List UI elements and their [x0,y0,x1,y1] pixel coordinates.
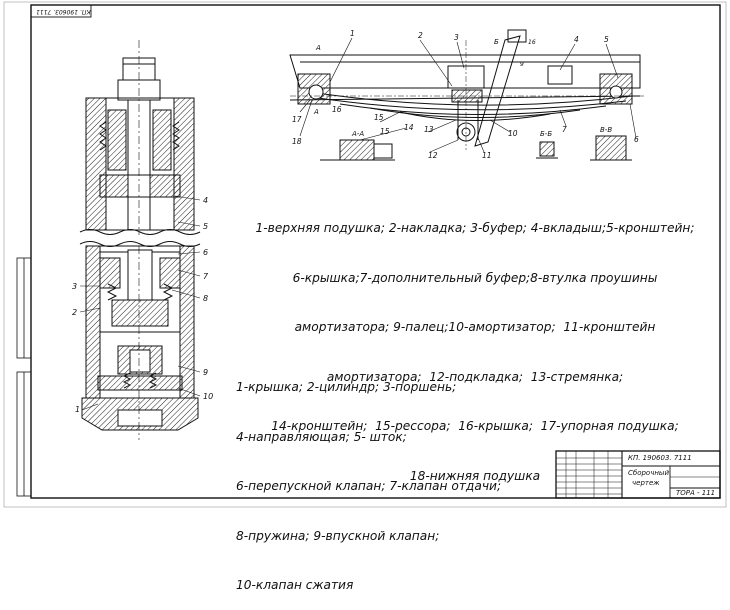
suspension-legend-line: 6-крышка;7-дополнительный буфер;8-втулка… [292,270,658,285]
callout-left-1: 1 [75,405,80,414]
drawing-canvas: 4 5 6 7 8 3 2 9 10 1 [3,1,727,508]
suspension-legend: 1-верхняя подушка; 2-накладка; 3-буфер; … [236,187,714,501]
suspension-legend-line: 18-нижняя подушка [409,468,541,483]
break-line-upper [79,229,201,235]
inner-frame [30,4,721,499]
callouts-left: 4 5 6 7 8 3 2 9 10 1 [72,196,213,414]
shock-absorber-lower [81,245,199,440]
callout-left-5: 5 [203,222,208,231]
callout-right-10: 10 [508,129,518,138]
shock-absorber-upper [85,40,195,235]
callout-right-13: 13 [424,125,434,134]
suspension-legend-line: амортизатора; 12-подкладка; 13-стремянка… [326,369,624,384]
callout-left-7: 7 [203,272,209,281]
callout-right-17: 17 [292,115,302,124]
callout-right-15: 15 [374,113,384,122]
callout-right-4: 4 [574,35,579,44]
callout-right-1: 1 [350,29,355,38]
outer-border [3,1,727,508]
callout-right-18: 18 [292,137,302,146]
callouts-right: 1 2 3 15 16 4 5 17 18 15 14 13 12 11 10 … [292,29,639,160]
callout-right-7: 7 [562,125,567,134]
title-block-title-line2: чертеж [632,479,660,487]
callout-left-6: 6 [203,248,208,257]
shock-legend-line: 1-крышка; 2-цилиндр; 3-поршень; [236,380,457,394]
shock-legend-line: 10-клапан сжатия [236,578,354,592]
title-block [555,450,721,499]
suspension-legend-line: 1-верхняя подушка; 2-накладка; 3-буфер; … [255,221,695,235]
shock-legend-line: 4-направляющая; 5- шток; [236,429,407,444]
section-view-aa [320,139,395,161]
section-title-vv: В-В [600,126,612,134]
title-block-group: ТОРА - 111 [676,489,716,497]
callout-right-16: 16 [332,105,342,114]
callout-left-8: 8 [203,294,208,303]
shock-absorber-legend: 1-крышка; 2-цилиндр; 3-поршень; 4-направ… [236,346,536,610]
shock-legend-line: 8-пружина; 9-впускной клапан; [236,528,440,543]
shock-legend-line: 6-перепускной клапан; 7-клапан отдачи; [236,479,502,493]
suspension-legend-line: амортизатора; 9-палец;10-амортизатор; 11… [294,320,656,334]
leader-lines-left [79,195,201,411]
callout-right-9: 9 [520,61,524,68]
title-block-title-line1: Сборочный [628,469,670,477]
section-view-vv [590,135,632,161]
section-mark-b: Б [494,38,499,46]
section-mark-a-bottom: А [313,108,319,116]
callout-right-3: 3 [454,33,459,42]
left-binding-strips [16,257,32,497]
callout-left-10: 10 [203,392,213,401]
section-view-bb [536,141,558,159]
callout-left-2: 2 [72,308,77,317]
section-labels: А А А-А Б Б-Б В-В 16 9 [313,38,612,138]
callout-right-15b: 15 [380,127,390,136]
callout-right-6: 6 [634,135,639,144]
callout-left-9: 9 [203,368,208,377]
callout-left-4: 4 [203,196,208,205]
top-stamp-box [30,4,92,18]
section-title-bb: Б-Б [540,130,552,138]
drawing-sheet: 4 5 6 7 8 3 2 9 10 1 [3,1,727,592]
callout-right-11: 11 [482,151,492,160]
leaf-spring-assembly [289,29,645,150]
callout-right-14: 14 [404,123,414,132]
suspension-legend-line: 14-кронштейн; 15-рессора; 16-крышка; 17-… [271,419,679,433]
doc-code-top: КП. 190603. 7111 [36,8,91,15]
callout-right-12: 12 [428,151,438,160]
section-mark-a: А [315,44,321,52]
callout-left-3: 3 [72,282,77,291]
break-line-lower [79,241,201,247]
callout-right-5: 5 [604,35,609,44]
callout-right-2: 2 [418,31,423,40]
title-block-code: КП. 190603. 7111 [628,454,692,462]
leader-lines-right [299,37,637,153]
callout-right-16b: 16 [528,39,536,46]
section-title-aa: А-А [351,130,364,138]
